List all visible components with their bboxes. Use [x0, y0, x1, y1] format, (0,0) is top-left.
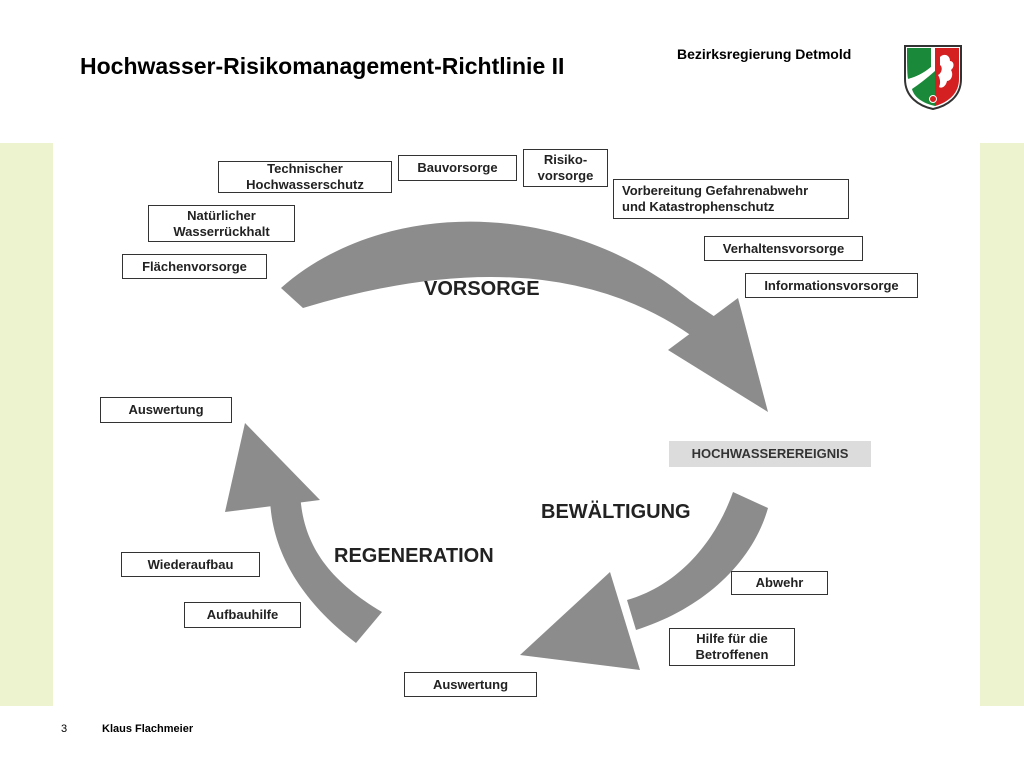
vorsorge-arrow: [281, 221, 727, 348]
regeneration-arrowhead: [225, 423, 320, 512]
box-verhaltensvorsorge: Verhaltensvorsorge: [704, 236, 863, 261]
box-hilfe-fuer-betroffene: Hilfe für die Betroffenen: [669, 628, 795, 666]
box-wiederaufbau: Wiederaufbau: [121, 552, 260, 577]
nrw-coat-of-arms-icon: [904, 45, 962, 111]
box-abwehr: Abwehr: [731, 571, 828, 595]
box-aufbauhilfe: Aufbauhilfe: [184, 602, 301, 628]
phase-regeneration: REGENERATION: [334, 545, 494, 567]
regeneration-arrow: [269, 486, 382, 643]
box-auswertung-regeneration: Auswertung: [100, 397, 232, 423]
author-name: Klaus Flachmeier: [102, 723, 194, 735]
page-title: Hochwasser-Risikomanagement-Richtlinie I…: [80, 53, 565, 79]
box-vorbereitung-gefahrenabwehr: Vorbereitung Gefahrenabwehr und Katastro…: [613, 179, 849, 219]
box-natuerlicher-wasserrueckhalt: Natürlicher Wasserrückhalt: [148, 205, 295, 242]
box-informationsvorsorge: Informationsvorsorge: [745, 273, 918, 298]
bewaeltigung-arrow: [627, 492, 768, 630]
organization-name: Bezirksregierung Detmold: [677, 46, 852, 62]
box-bauvorsorge: Bauvorsorge: [398, 155, 517, 181]
box-risikovorsorge: Risiko- vorsorge: [523, 149, 608, 187]
bewaeltigung-arrowhead: [520, 572, 640, 670]
phase-bewaeltigung: BEWÄLTIGUNG: [541, 501, 691, 523]
phase-vorsorge: VORSORGE: [424, 278, 540, 300]
box-flaechenvorsorge: Flächenvorsorge: [122, 254, 267, 279]
page-number: 3: [61, 723, 68, 735]
side-band-left: [0, 143, 53, 706]
side-band-right: [980, 143, 1024, 706]
box-technischer-hochwasserschutz: Technischer Hochwasserschutz: [218, 161, 392, 193]
box-auswertung-bewaeltigung: Auswertung: [404, 672, 537, 697]
vorsorge-arrowhead: [668, 298, 768, 412]
event-hochwasserereignis: HOCHWASSEREREIGNIS: [669, 441, 871, 467]
